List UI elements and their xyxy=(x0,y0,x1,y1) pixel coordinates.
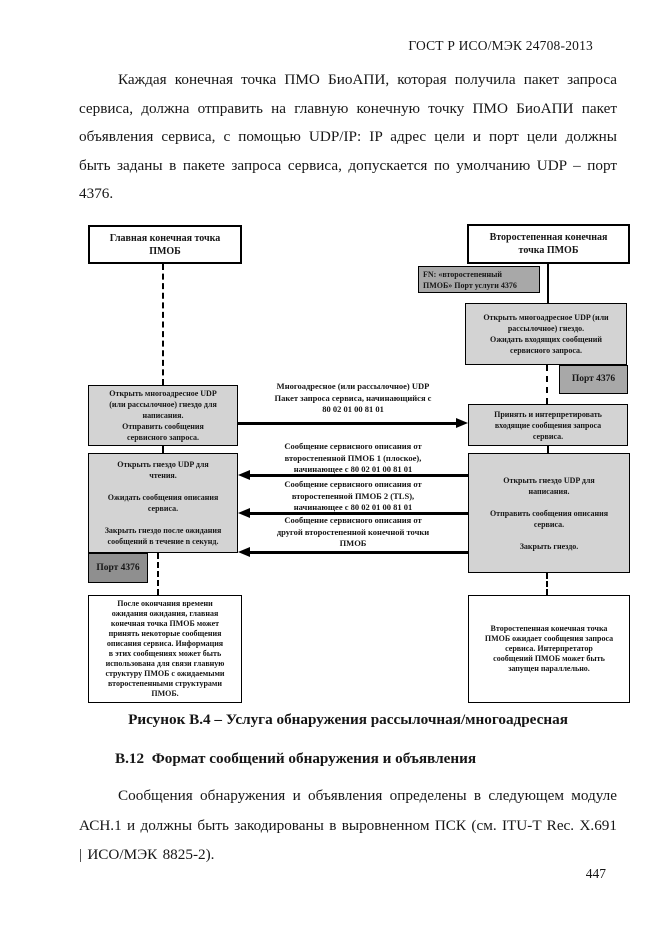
discovery-service-diagram: Главная конечная точка ПМОБ Второстепенн… xyxy=(0,224,662,704)
bottom-right-note-label: Второстепенная конечная точка ПМОБ ожида… xyxy=(484,624,614,673)
request-arrow-label: Многоадресное (или рассылочное) UDP Паке… xyxy=(274,381,432,414)
main-endpoint-lifeline xyxy=(162,264,164,385)
right-port-box: Порт 4376 xyxy=(559,365,628,394)
reply2-arrow-line xyxy=(249,512,468,515)
page-number: 447 xyxy=(585,866,606,881)
section-heading: В.12 Формат сообщений обнаружения и объя… xyxy=(115,750,477,767)
reply1-arrow-label: Сообщение сервисного описания от второст… xyxy=(284,441,422,474)
right-lifeline xyxy=(546,365,548,404)
secondary-endpoint-label: Второстепенная конечная точка ПМОБ xyxy=(489,232,608,256)
right-connector xyxy=(547,446,549,453)
body-paragraph: Сообщения обнаружения и объявления опред… xyxy=(79,787,617,863)
left-arrow-icon xyxy=(238,470,250,480)
reply3-arrow-label: Сообщение сервисного описания от другой … xyxy=(276,515,430,548)
reply2-arrow-label: Сообщение сервисного описания от второст… xyxy=(284,479,422,512)
right-arrow-icon xyxy=(456,418,468,428)
bottom-left-note-label: После окончания времени ожидания ожидани… xyxy=(105,599,225,698)
left-port-label: Порт 4376 xyxy=(96,562,140,573)
left-port-box: Порт 4376 xyxy=(88,553,148,583)
right-port-label: Порт 4376 xyxy=(571,374,616,384)
secondary-connector xyxy=(547,264,549,303)
left-open-socket-label: Открыть многоадресное UDP (или рассылочн… xyxy=(109,389,217,442)
right-write-socket-label: Открыть гнездо UDP для написания. Отправ… xyxy=(489,475,609,551)
bottom-right-note-box: Второстепенная конечная точка ПМОБ ожида… xyxy=(468,595,630,703)
left-read-socket-box: Открыть гнездо UDP для чтения. Ожидать с… xyxy=(88,453,238,553)
right-write-socket-box: Открыть гнездо UDP для написания. Отправ… xyxy=(468,453,630,573)
left-arrow-icon xyxy=(238,547,250,557)
reply3-arrow-line xyxy=(249,551,468,554)
fn-note-label: FN: «второстепенный ПМОБ» Порт услуги 43… xyxy=(423,270,517,290)
main-endpoint-label: Главная конечная точка ПМОБ xyxy=(109,232,221,257)
running-header: ГОСТ Р ИСО/МЭК 24708-2013 xyxy=(408,38,593,53)
figure-caption: Рисунок В.4 – Услуга обнаружения рассыло… xyxy=(128,711,568,728)
request-arrow-line xyxy=(238,422,458,425)
right-open-socket-box: Открыть многоадресное UDP (или рассылочн… xyxy=(465,303,627,365)
left-read-socket-label: Открыть гнездо UDP для чтения. Ожидать с… xyxy=(104,460,222,546)
main-endpoint-box: Главная конечная точка ПМОБ xyxy=(88,225,242,264)
right-lower-lifeline xyxy=(546,573,548,595)
bottom-left-note-box: После окончания времени ожидания ожидани… xyxy=(88,595,242,703)
right-receive-label: Принять и интерпретировать входящие сооб… xyxy=(494,409,602,441)
left-lower-lifeline xyxy=(157,553,159,595)
right-open-socket-label: Открыть многоадресное UDP (или рассылочн… xyxy=(483,313,609,355)
left-connector xyxy=(162,446,164,453)
secondary-endpoint-box: Второстепенная конечная точка ПМОБ xyxy=(467,224,630,264)
left-open-socket-box: Открыть многоадресное UDP (или рассылочн… xyxy=(88,385,238,446)
intro-paragraph: Каждая конечная точка ПМО БиоАПИ, котора… xyxy=(79,71,617,203)
fn-note-box: FN: «второстепенный ПМОБ» Порт услуги 43… xyxy=(418,266,540,293)
left-arrow-icon xyxy=(238,508,250,518)
right-receive-box: Принять и интерпретировать входящие сооб… xyxy=(468,404,628,446)
reply1-arrow-line xyxy=(249,474,468,477)
